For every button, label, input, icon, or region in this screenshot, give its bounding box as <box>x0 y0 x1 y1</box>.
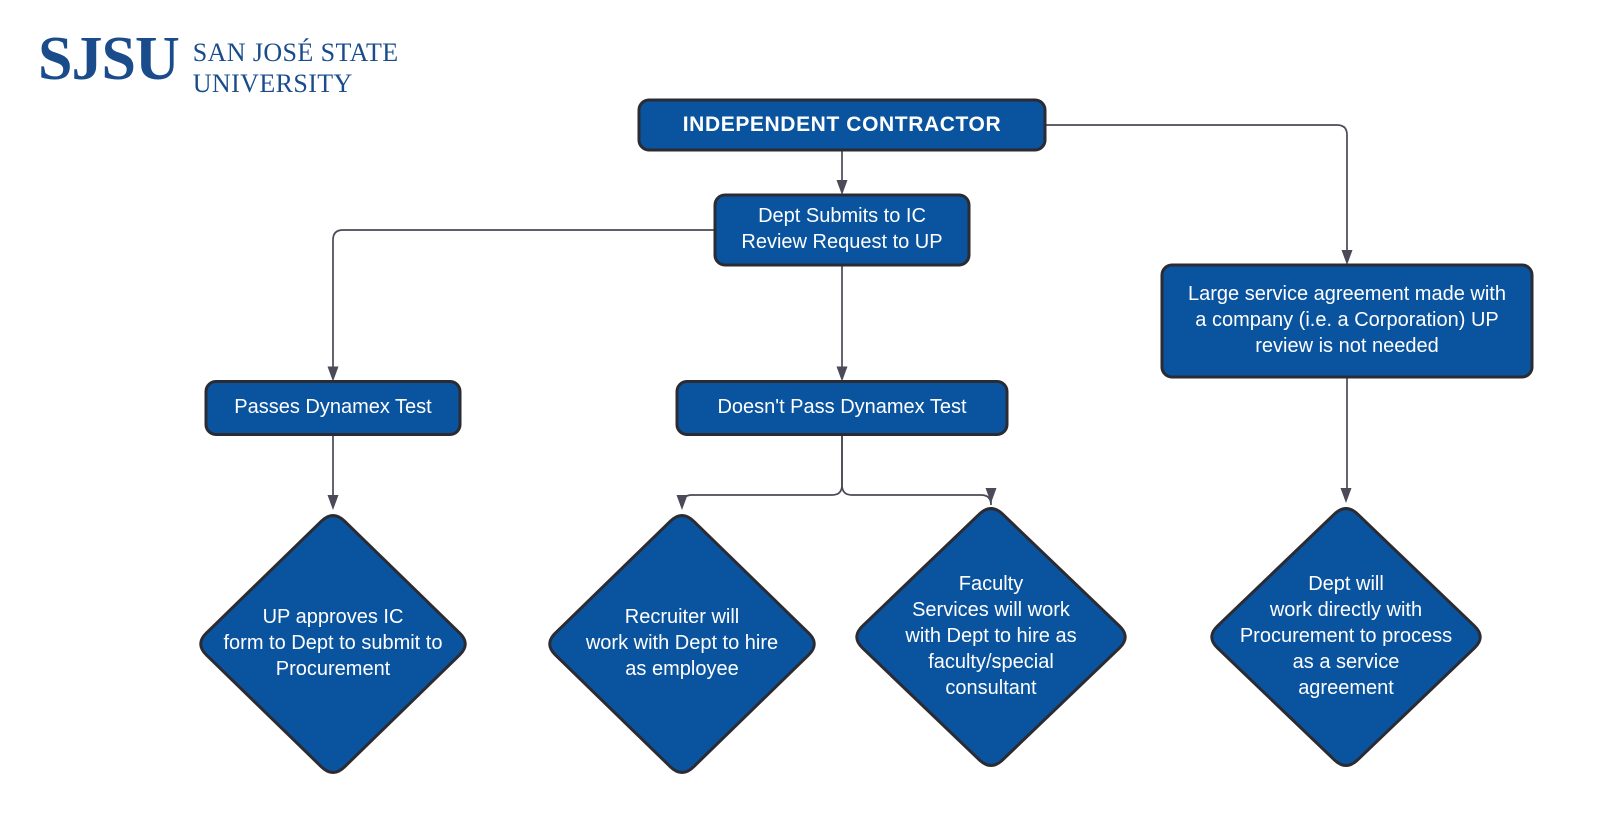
node-independent-contractor[interactable]: INDEPENDENT CONTRACTOR <box>637 98 1047 152</box>
edge-arrowhead <box>985 488 997 503</box>
node-shape-diamond <box>548 514 816 774</box>
node-label: Doesn't Pass Dynamex Test <box>717 396 967 418</box>
edge-arrowhead <box>836 366 848 382</box>
node-shape-diamond <box>199 514 467 774</box>
edge-dept-submits-to-passes <box>332 229 715 367</box>
node-shape-rect <box>204 380 462 436</box>
edge-doesnt-pass-to-faculty <box>841 434 992 506</box>
edge-ic-to-large-agreement <box>1045 124 1348 250</box>
node-shape-diamond <box>855 507 1127 767</box>
sjsu-logo-line-2: UNIVERSITY <box>192 68 353 98</box>
node-shape-rect <box>675 380 1009 436</box>
edge-arrowhead <box>327 366 339 382</box>
edge-arrowhead <box>1340 488 1352 503</box>
edge-arrowhead <box>327 495 339 510</box>
edges-layer <box>327 124 1353 510</box>
edge-arrowhead <box>836 180 848 195</box>
node-label: INDEPENDENT CONTRACTOR <box>683 113 1002 136</box>
node-shape-diamond <box>1210 507 1482 767</box>
node-label: Passes Dynamex Test <box>234 396 432 418</box>
node-shape-rect <box>713 193 971 267</box>
nodes-layer: INDEPENDENT CONTRACTOR Dept Submits to IC… <box>199 98 1534 774</box>
sjsu-logo-mark: SJSU <box>38 25 180 93</box>
sjsu-logo: SJSU SAN JOSÉ STATE UNIVERSITY <box>38 25 399 99</box>
edge-arrowhead <box>676 495 688 510</box>
sjsu-logo-wordmark: SAN JOSÉ STATE UNIVERSITY <box>193 38 399 99</box>
node-shape-rect <box>1160 263 1534 379</box>
node-doesnt-pass-dynamex[interactable]: Doesn't Pass Dynamex Test <box>675 380 1009 436</box>
sjsu-logo-line-1: SAN JOSÉ STATE <box>192 38 399 67</box>
node-shape-rect <box>637 98 1047 152</box>
node-passes-dynamex[interactable]: Passes Dynamex Test <box>204 380 462 436</box>
edge-doesnt-pass-to-recruiter <box>681 434 843 506</box>
edge-arrowhead <box>1341 250 1353 265</box>
